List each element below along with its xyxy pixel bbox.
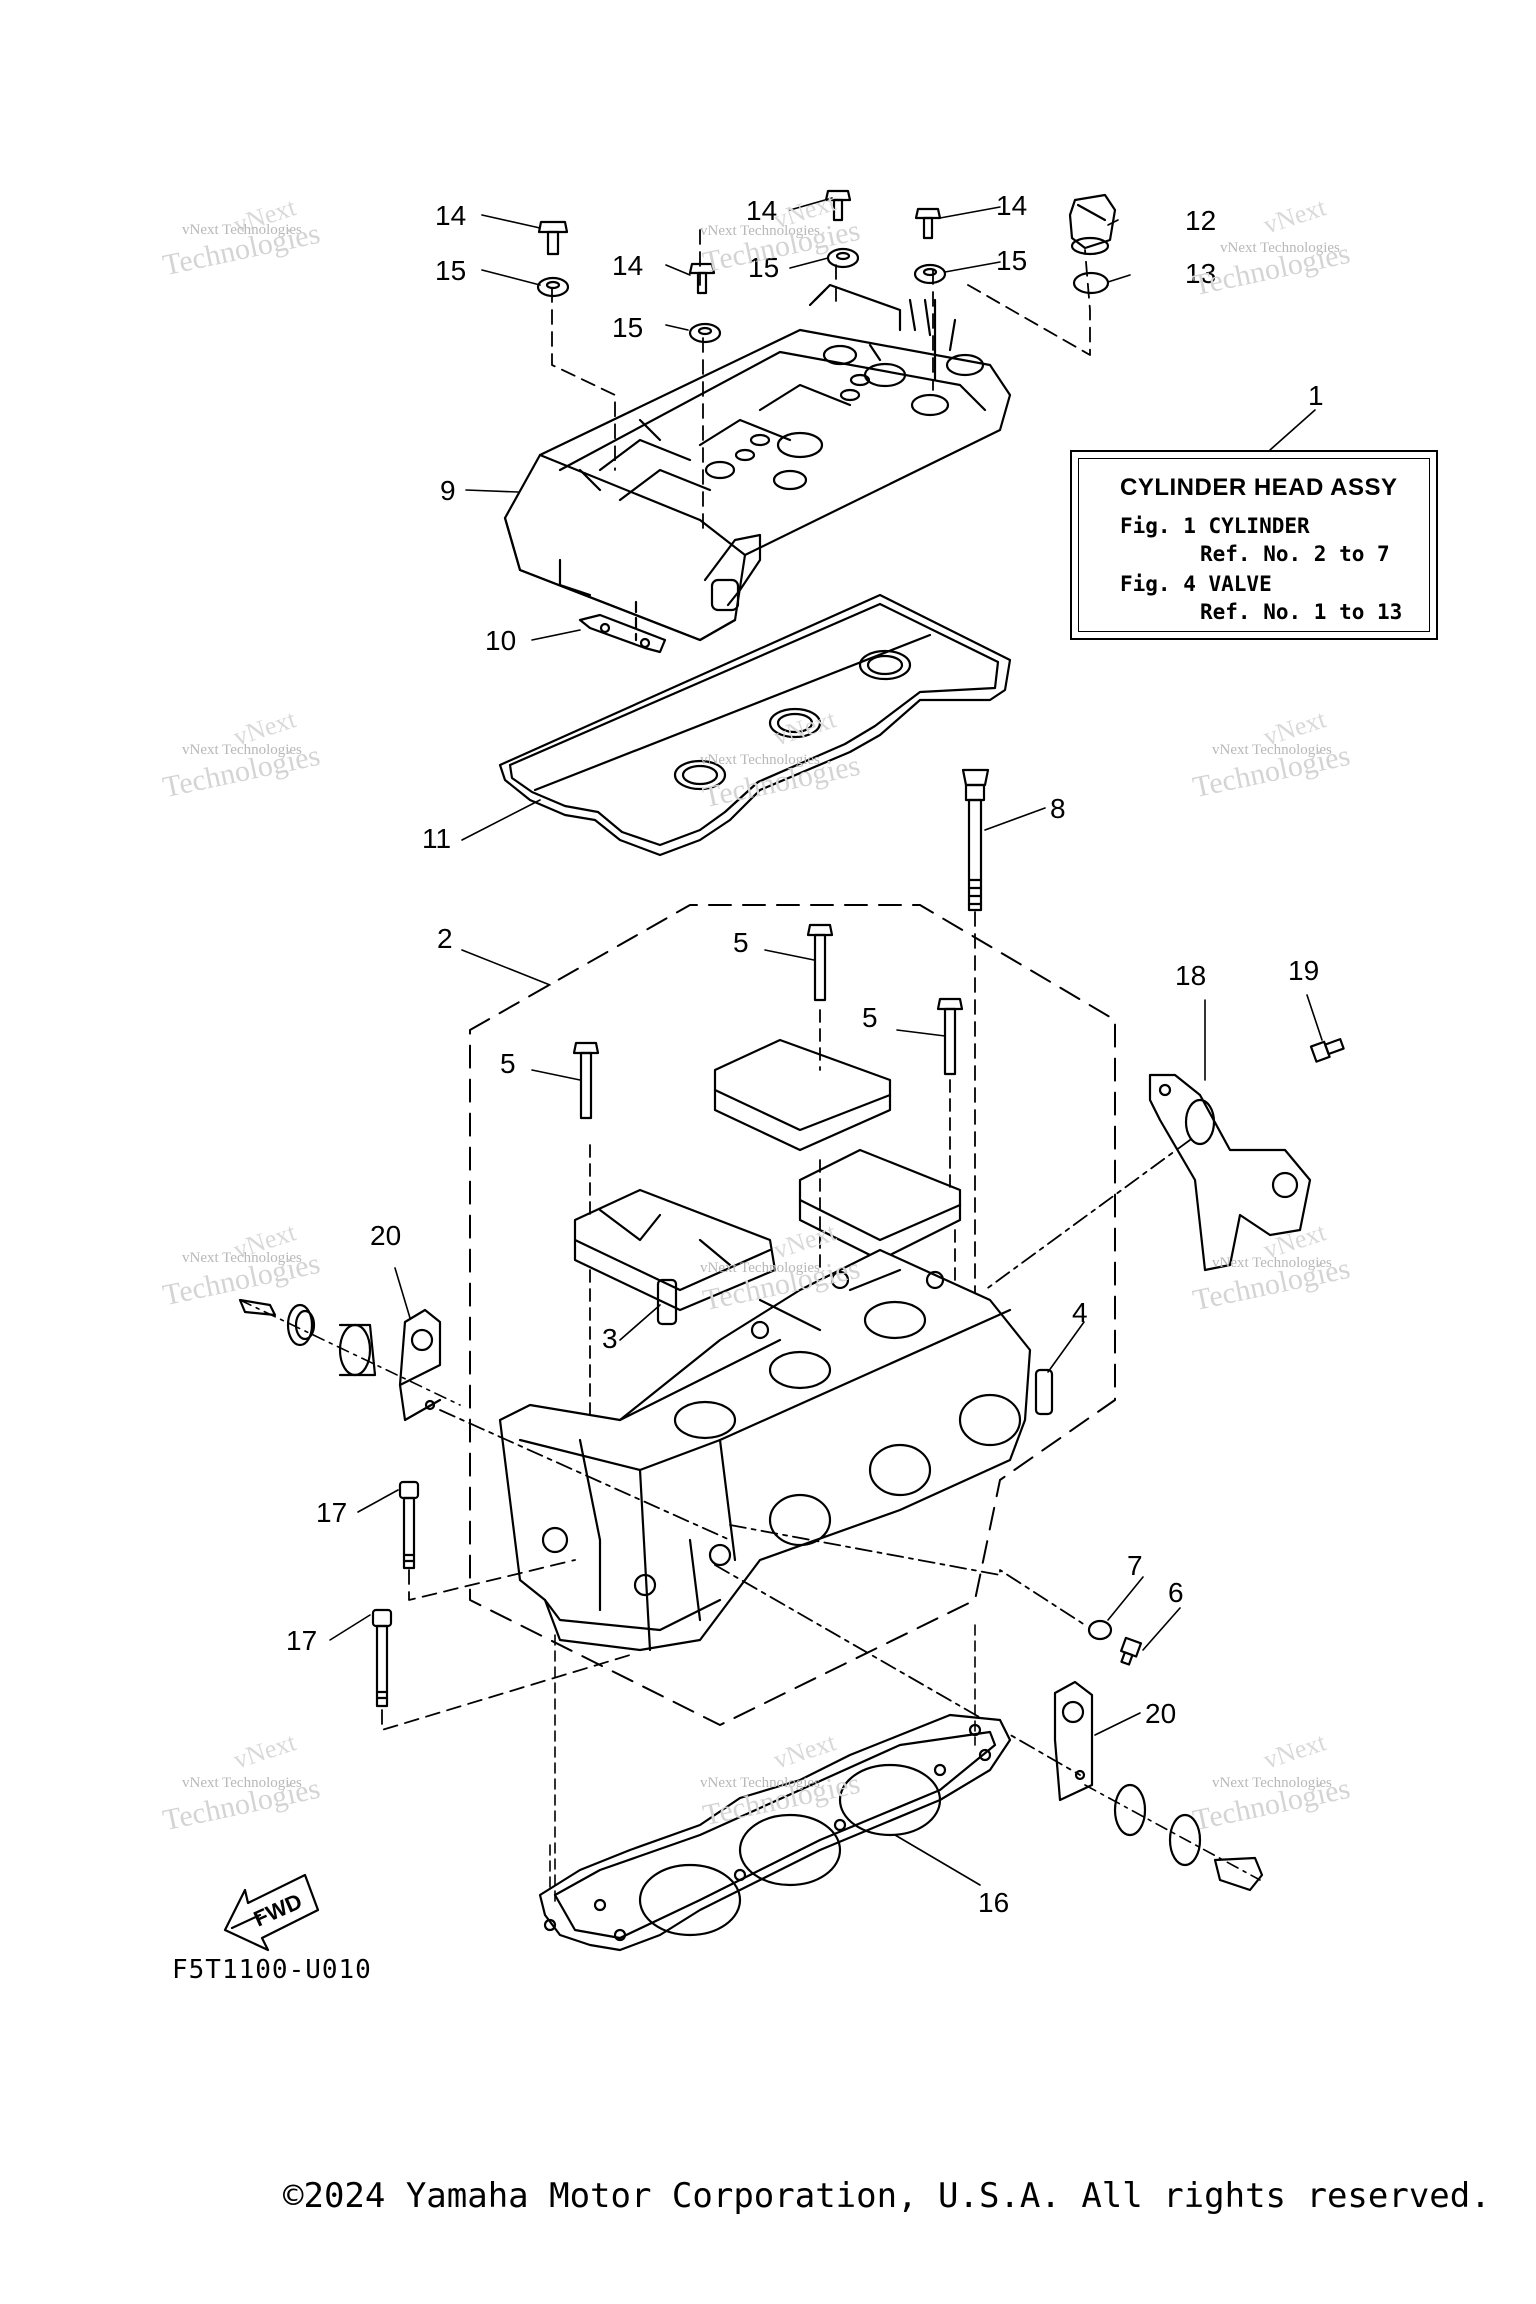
- callout-19: 19: [1288, 955, 1319, 986]
- callout-11: 11: [422, 823, 451, 854]
- legend-fig4-ref: Ref. No. 1 to 13: [1200, 600, 1403, 624]
- callout-5: 5: [862, 1002, 878, 1033]
- legend-fig1-ref: Ref. No. 2 to 7: [1200, 542, 1390, 566]
- callout-20: 20: [370, 1220, 401, 1251]
- legend-inner-border: [1078, 458, 1430, 632]
- hanger-hardware-right: [1084, 1783, 1264, 1892]
- callout-14: 14: [435, 200, 466, 231]
- figure-code: F5T1100-U010: [172, 1955, 372, 1985]
- valve-cover-gasket: [498, 593, 1012, 857]
- copyright: ©2024 Yamaha Motor Corporation, U.S.A. A…: [283, 2176, 1491, 2216]
- callout-13: 13: [1185, 258, 1216, 289]
- callout-17: 17: [316, 1497, 347, 1528]
- callout-7: 7: [1127, 1550, 1143, 1581]
- callout-15: 15: [748, 252, 779, 283]
- callout-20: 20: [1145, 1698, 1176, 1729]
- leader-lines: [329, 197, 1323, 1886]
- bolts-17: [371, 1480, 631, 1731]
- bolts-14: [537, 189, 942, 295]
- callout-9: 9: [440, 475, 456, 506]
- legend-title: CYLINDER HEAD ASSY: [1120, 474, 1398, 501]
- callout-10: 10: [485, 625, 516, 656]
- hanger-20-left: [398, 1308, 442, 1422]
- dowel-pin-3: [656, 1278, 678, 1326]
- valve-cover: [503, 283, 1012, 642]
- callout-4: 4: [1072, 1297, 1088, 1328]
- cam-caps: [573, 1009, 962, 1421]
- cam-cap-bolts: [572, 923, 964, 1120]
- callout-6: 6: [1168, 1577, 1184, 1608]
- oil-filler-cap: [1068, 193, 1117, 256]
- head-gasket: [538, 1624, 1012, 1952]
- callout-17: 17: [286, 1625, 317, 1656]
- hanger-hardware-left: [238, 1298, 461, 1406]
- legend-box: CYLINDER HEAD ASSY Fig. 1 CYLINDER Ref. …: [1070, 450, 1438, 640]
- bolt-19: [1309, 1038, 1345, 1063]
- o-ring: [1072, 271, 1110, 295]
- legend-fig4: Fig. 4 VALVE: [1120, 572, 1272, 596]
- legend-fig1: Fig. 1 CYLINDER: [1120, 514, 1310, 538]
- callout-2: 2: [437, 923, 453, 954]
- callout-15: 15: [435, 255, 466, 286]
- hanger-20-right: [1053, 1680, 1094, 1802]
- callout-15: 15: [612, 312, 643, 343]
- long-bolt-8: [961, 768, 990, 1301]
- leader-dashes-top: [551, 229, 1091, 531]
- callout-8: 8: [1050, 793, 1066, 824]
- bolt-6: [1120, 1636, 1143, 1666]
- callout-14: 14: [996, 190, 1027, 221]
- callout-14: 14: [746, 195, 777, 226]
- callout-1: 1: [1308, 380, 1324, 411]
- washer-7: [1087, 1619, 1113, 1641]
- callout-3: 3: [602, 1323, 618, 1354]
- washers-15: [536, 247, 947, 344]
- callout-15: 15: [996, 245, 1027, 276]
- callout-18: 18: [1175, 960, 1206, 991]
- dowel-pin-4: [1034, 1368, 1054, 1416]
- engine-bracket-18: [1148, 1073, 1312, 1272]
- callout-5: 5: [500, 1048, 516, 1079]
- callout-labels: 1 2 3 4 5 5 5 6 7 8 9 10 11 12 13 14 14 …: [286, 190, 1324, 1918]
- callout-14: 14: [612, 250, 643, 281]
- callout-12: 12: [1185, 205, 1216, 236]
- callout-16: 16: [978, 1887, 1009, 1918]
- cylinder-assy-outline: [469, 904, 1116, 1726]
- fwd-arrow: [223, 1873, 320, 1952]
- cylinder-head: [498, 1248, 1032, 1652]
- callout-5: 5: [733, 927, 749, 958]
- bracket-10: [578, 600, 667, 654]
